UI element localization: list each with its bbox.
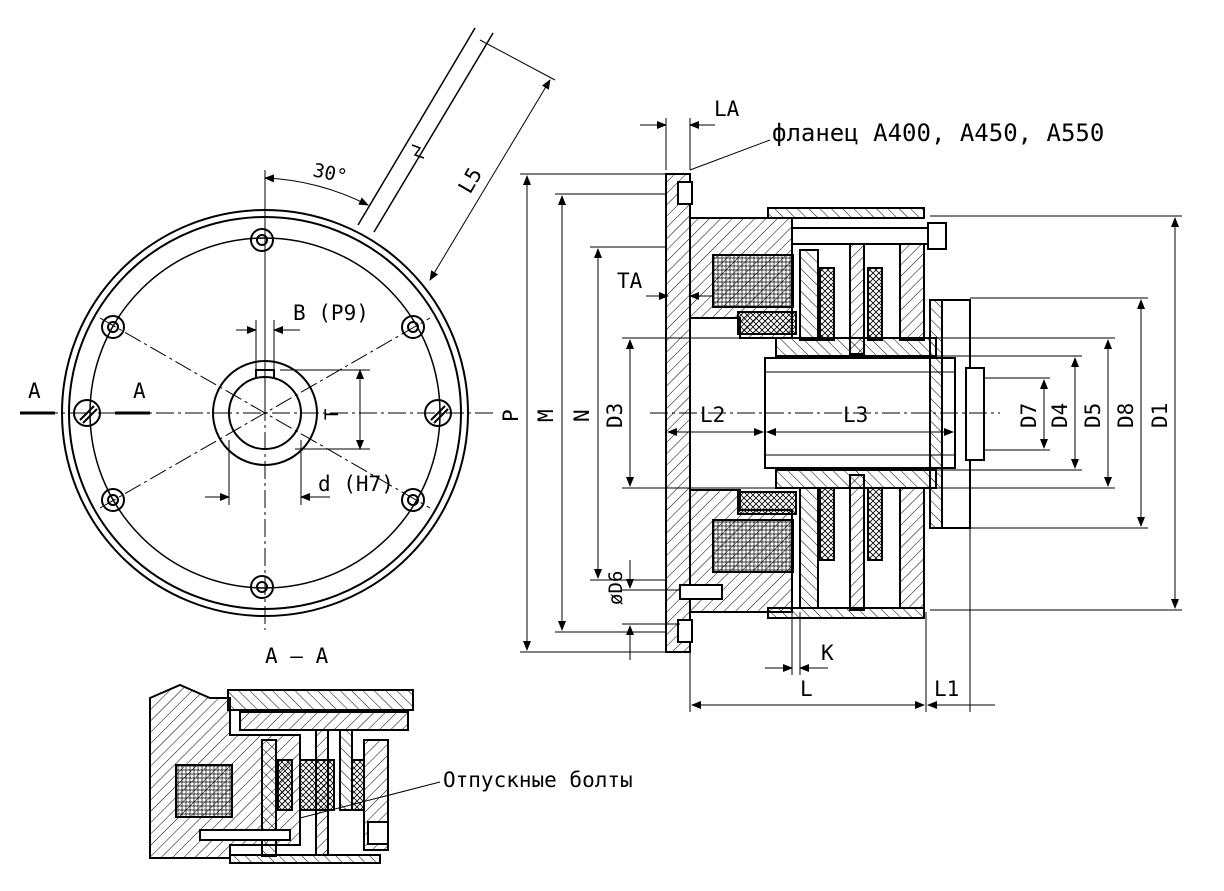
section-title: A – A (265, 644, 329, 668)
dim-l5: L5 (454, 164, 487, 198)
dim-d7: D7 (1017, 403, 1041, 428)
dim-p: P (499, 409, 523, 422)
front-view (20, 27, 556, 630)
release-bolt (791, 227, 933, 245)
dim-l1: L1 (934, 677, 959, 701)
section-mark-right: A (133, 379, 146, 403)
flange-screw-bottom (677, 619, 693, 643)
flange-note: фланец A400, A450, A550 (772, 119, 1104, 147)
dim-t: T (321, 409, 343, 420)
dowel-pin (679, 584, 723, 600)
side-view (650, 173, 1000, 653)
housing-bottom (767, 607, 925, 619)
coil-bottom (712, 519, 794, 573)
dim-k: K (821, 641, 834, 665)
section-a-a (149, 683, 441, 864)
coil-top (712, 254, 794, 308)
dim-ta: TA (617, 269, 643, 293)
dim-l3: L3 (843, 403, 868, 427)
dim-d5: D5 (1081, 403, 1105, 428)
angle-label: 30° (311, 159, 349, 188)
cover-wall (929, 299, 943, 529)
flange-screw-top (677, 181, 693, 205)
side-dim-lines (520, 118, 1182, 712)
dim-l: L (800, 677, 813, 701)
power-cable (357, 27, 494, 233)
dim-d: d (H7) (318, 472, 394, 496)
dim-m: M (534, 409, 558, 422)
front-dim-lines (20, 39, 556, 505)
dim-l2: L2 (700, 403, 725, 427)
mounting-holes (101, 228, 425, 599)
section-mark-left: A (28, 379, 41, 403)
labels: фланец A400, A450, A550 A – A Отпускные … (28, 97, 1172, 792)
housing-top (767, 207, 925, 219)
hub-bottom (775, 469, 937, 489)
dim-d3: D3 (603, 403, 627, 428)
dim-n: N (570, 409, 594, 422)
center-lines (40, 200, 495, 630)
dim-b: B (P9) (293, 301, 369, 325)
hub-top (775, 337, 937, 357)
dim-la: LA (714, 97, 740, 121)
spring-bottom (737, 491, 797, 515)
release-screws (73, 399, 452, 427)
dim-d4: D4 (1048, 403, 1072, 428)
release-bolts-note: Отпускные болты (443, 768, 633, 792)
dim-d8: D8 (1114, 403, 1138, 428)
end-nut (965, 367, 985, 461)
spring-top (737, 311, 797, 335)
dim-d1: D1 (1148, 403, 1172, 428)
dim-d6: øD6 (605, 571, 627, 605)
